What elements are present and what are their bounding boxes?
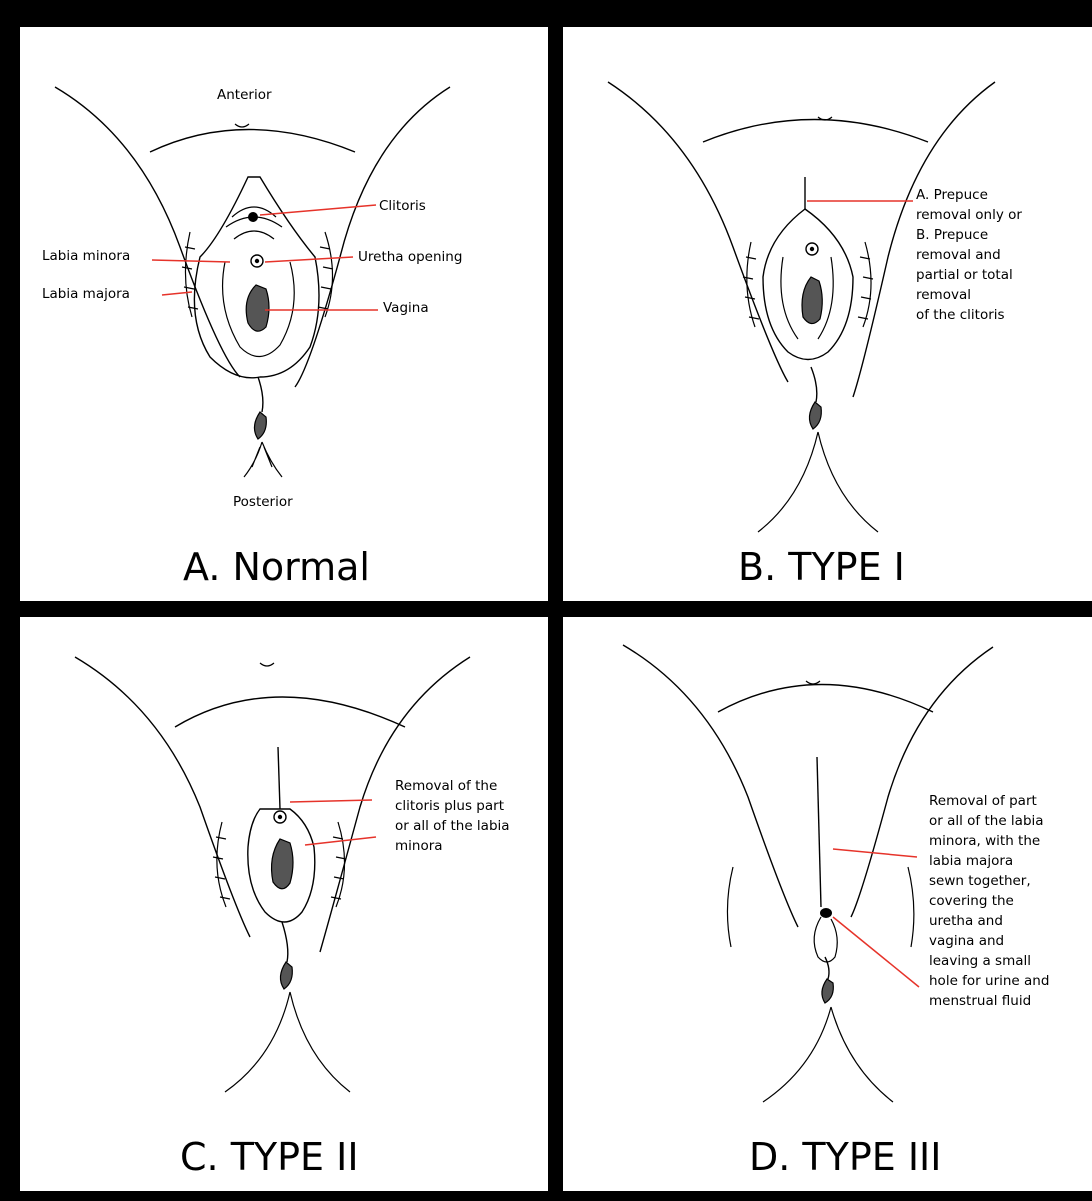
residual-outline: [814, 917, 837, 962]
posterior-lines: [758, 432, 878, 532]
type-i-annotation-line-5: partial or total: [916, 267, 1013, 283]
type-iii-leader-2: [833, 917, 919, 987]
type-iii-annotation-line-3: minora, with the: [929, 833, 1040, 849]
vaginal-opening: [246, 285, 269, 331]
prepuce-folds: [226, 207, 282, 239]
type-iii-annotation-line-1: Removal of part: [929, 793, 1037, 809]
normal-anatomy-diagram: Anterior Clitoris Uretha opening Vagina …: [20, 27, 548, 601]
perineum-line: [811, 367, 817, 402]
type-i-annotation-line-2: removal only or: [916, 207, 1022, 223]
labia-minora-leader: [152, 260, 230, 262]
type-iii-leader-1: [833, 849, 917, 857]
type-iii-diagram: Removal of part or all of the labia mino…: [563, 617, 1092, 1191]
labia-majora-right-hatch: [858, 242, 873, 327]
urethra-label: Uretha opening: [358, 249, 462, 265]
posterior-lines: [225, 992, 350, 1092]
vagina-label: Vagina: [383, 300, 429, 316]
anterior-label: Anterior: [217, 87, 272, 103]
type-iii-annotation-line-5: sewn together,: [929, 873, 1031, 889]
clitoris-leader: [260, 205, 376, 215]
type-i-annotation-line-1: A. Prepuce: [916, 187, 988, 203]
navel-mark: [260, 663, 274, 666]
urethra-opening-center: [810, 247, 814, 251]
sewn-seam-line: [817, 757, 821, 907]
abdomen-line: [175, 697, 405, 727]
type-i-diagram: A. Prepuce removal only or B. Prepuce re…: [563, 27, 1092, 601]
left-thigh-line: [623, 645, 798, 927]
clitoris-mark: [248, 212, 258, 222]
type-iii-annotation-line-7: uretha and: [929, 913, 1003, 929]
type-ii-leader-1: [290, 800, 372, 802]
type-iii-annotation-line-2: or all of the labia: [929, 813, 1044, 829]
panel-type-ii: Removal of the clitoris plus part or all…: [20, 617, 548, 1191]
anus-mark: [822, 979, 833, 1003]
abdomen-line: [703, 120, 928, 143]
abdomen-line: [150, 130, 355, 153]
labia-majora-right-hatch: [318, 232, 333, 317]
labia-minora-label: Labia minora: [42, 248, 130, 264]
right-labia-edge: [908, 867, 914, 947]
anus-mark: [809, 402, 821, 429]
abdomen-line: [718, 685, 933, 713]
left-thigh-line: [75, 657, 250, 937]
type-ii-annotation-line-3: or all of the labia: [395, 818, 510, 834]
labia-majora-left-hatch: [743, 242, 759, 327]
type-i-annotation-line-3: B. Prepuce: [916, 227, 988, 243]
panel-type-iii: Removal of part or all of the labia mino…: [563, 617, 1092, 1191]
vaginal-opening: [272, 839, 293, 889]
type-ii-annotation-line-2: clitoris plus part: [395, 798, 504, 814]
type-ii-annotation-line-1: Removal of the: [395, 778, 497, 794]
type-iii-annotation-line-8: vagina and: [929, 933, 1004, 949]
urethra-opening-center: [255, 259, 259, 263]
navel-mark: [235, 124, 249, 127]
type-i-annotation-line-7: of the clitoris: [916, 307, 1005, 323]
anus-mark: [254, 412, 266, 439]
type-ii-annotation-line-4: minora: [395, 838, 443, 854]
posterior-lines: [244, 442, 282, 477]
type-ii-diagram: Removal of the clitoris plus part or all…: [20, 617, 548, 1191]
urethra-opening-center: [278, 815, 282, 819]
perineum-line: [825, 957, 829, 979]
left-thigh-line: [608, 82, 788, 382]
type-iii-annotation-line-9: leaving a small: [929, 953, 1031, 969]
panel-c-title: C. TYPE II: [180, 1135, 359, 1179]
panel-a-title: A. Normal: [183, 545, 370, 589]
perineum-line: [258, 377, 263, 412]
posterior-label: Posterior: [233, 494, 293, 510]
left-thigh-line: [55, 87, 240, 377]
labia-majora-left-hatch: [213, 822, 230, 907]
navel-mark: [806, 681, 820, 684]
perineum-line: [282, 922, 288, 962]
type-iii-annotation-line-6: covering the: [929, 893, 1014, 909]
vaginal-opening: [802, 277, 822, 324]
type-iii-annotation-line-11: menstrual fluid: [929, 993, 1031, 1009]
left-labia-edge: [727, 867, 733, 947]
panel-d-title: D. TYPE III: [749, 1135, 941, 1179]
panel-type-i: A. Prepuce removal only or B. Prepuce re…: [563, 27, 1092, 601]
residual-line: [278, 747, 280, 809]
panel-normal: Anterior Clitoris Uretha opening Vagina …: [20, 27, 548, 601]
clitoris-label: Clitoris: [379, 198, 426, 214]
remaining-small-hole: [820, 908, 832, 918]
type-iii-annotation-line-10: hole for urine and: [929, 973, 1049, 989]
type-iii-annotation-line-4: labia majora: [929, 853, 1013, 869]
type-i-annotation-line-6: removal: [916, 287, 971, 303]
type-i-annotation-line-4: removal and: [916, 247, 1001, 263]
right-thigh-line: [295, 87, 450, 387]
posterior-lines: [763, 1007, 893, 1102]
panel-b-title: B. TYPE I: [738, 545, 905, 589]
anus-mark: [280, 962, 292, 989]
labia-majora-label: Labia majora: [42, 286, 130, 302]
